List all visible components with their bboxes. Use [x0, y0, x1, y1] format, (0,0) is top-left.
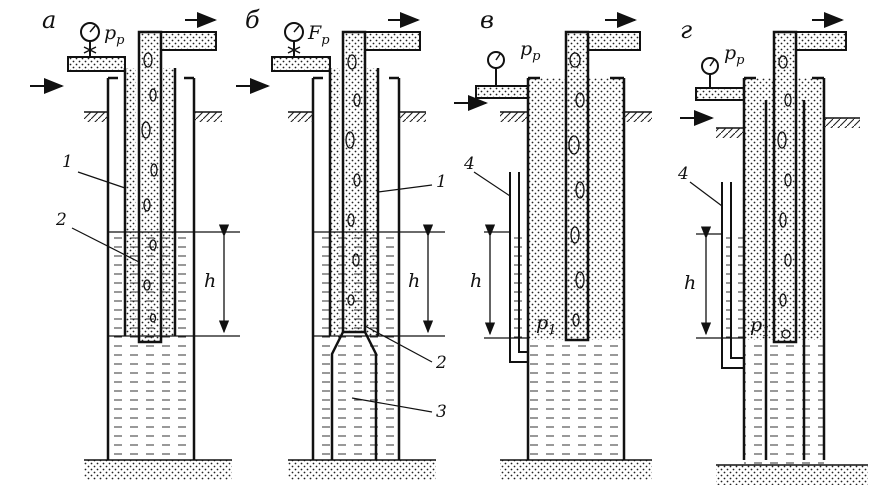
panel-g-foam-annulus-right [796, 78, 824, 340]
panel-b-letter: б [245, 6, 260, 34]
panel-v-base-ground [500, 460, 652, 480]
panel-g-label-4: 4 [678, 164, 689, 184]
panel-a-label-2: 2 [56, 210, 67, 230]
panel-a-letter: а [42, 6, 57, 34]
panel-a-label-1: 1 [62, 152, 73, 172]
panel-a-foam-annulus-right [163, 68, 175, 336]
panel-g-h-label: h [684, 272, 697, 294]
panel-b-label-1: 1 [436, 172, 447, 192]
panel-b-h-label: h [408, 270, 421, 292]
panel-b-leader-3 [351, 397, 433, 413]
panel-b-discharge-pipe [364, 31, 421, 51]
panel-g-liquid [744, 340, 824, 465]
panel-b-ground-surface [288, 112, 313, 122]
panel-v [454, 12, 652, 480]
panel-b-chamber-3 [330, 331, 378, 460]
panel-b-leader-1 [377, 184, 433, 193]
panel-v-label-4: 4 [464, 154, 475, 174]
panel-v-p1-label: p1 [536, 312, 557, 338]
panel-v-gauge-label: pр [520, 38, 541, 64]
panel-g-ground-surface [716, 128, 744, 138]
panel-v-ground-surface [500, 112, 528, 122]
panel-b-base-ground [288, 460, 436, 480]
panel-a-gauge-label: pр [104, 22, 125, 48]
panel-b-foam-annulus-right [366, 68, 378, 336]
panel-a-h-label: h [204, 270, 217, 292]
panel-a-bubbles [141, 52, 158, 323]
panel-b-label-2: 2 [436, 353, 447, 373]
panel-v-discharge-pipe [587, 31, 641, 51]
panel-g-piezometer-4 [721, 182, 744, 369]
panel-a-air-inlet-pipe [67, 56, 126, 72]
panel-b-foam-annulus-left [330, 68, 340, 336]
panel-g-gauge-label: pр [724, 42, 745, 68]
panel-g-foam-annulus-left [744, 78, 774, 340]
panel-a-leader-1 [77, 171, 126, 189]
panel-g-discharge-pipe [795, 31, 847, 51]
panel-a-lift-pipe-2 [137, 30, 163, 344]
panel-b-bubbles [345, 54, 361, 306]
panel-v-liquid [528, 340, 624, 460]
panel-b-air-inlet-pipe [271, 56, 331, 72]
panel-b-casing-1 [311, 68, 401, 460]
panel-g-liquid-annulus [726, 234, 744, 340]
panel-v-casing [526, 76, 626, 460]
panel-a-foam-annulus-left [125, 68, 136, 336]
panel-v-h-label: h [470, 270, 483, 292]
panel-a [30, 12, 240, 480]
panel-a-discharge-pipe [160, 31, 217, 51]
panel-g-bubbles [777, 55, 792, 339]
panel-g-casing [742, 76, 826, 460]
panel-v-piezometer-4 [509, 172, 528, 363]
panel-b-gauge-label: Fр [308, 22, 330, 48]
panel-a-leader-2 [71, 227, 140, 263]
panel-g-p1-label: p1 [750, 314, 771, 340]
panel-v-letter: в [480, 6, 494, 34]
panel-a-ground-surface [84, 112, 108, 122]
panel-v-leader-4 [473, 171, 511, 197]
panel-v-bubbles [568, 52, 585, 327]
panel-g-base-ground [716, 465, 868, 485]
panel-g [680, 12, 868, 485]
panel-g-letter: г [680, 16, 693, 44]
panel-v-air-inlet-pipe [475, 85, 529, 99]
panel-g-air-inlet-pipe [695, 87, 745, 101]
panel-b [236, 12, 445, 480]
panel-g-leader-4 [689, 181, 723, 207]
panel-b-label-3: 3 [436, 402, 447, 422]
panel-b-leader-2 [364, 325, 433, 363]
panel-a-base-ground [84, 460, 232, 480]
panel-a-casing-1 [106, 68, 196, 460]
